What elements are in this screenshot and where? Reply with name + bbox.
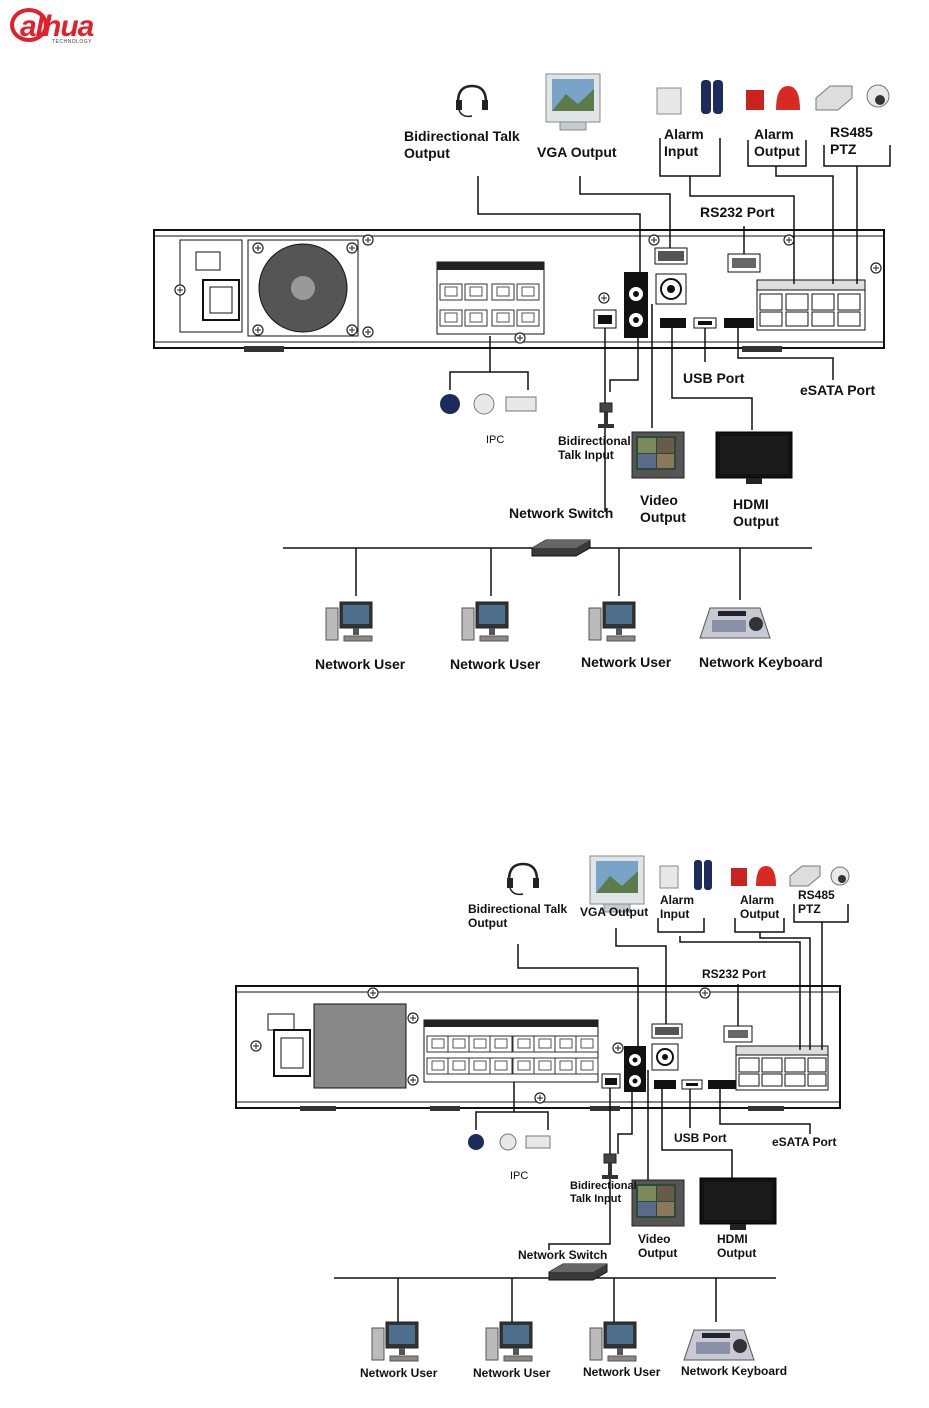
label-ipc: IPC: [510, 1170, 529, 1182]
nvr-rear-panel-top: [153, 229, 885, 352]
label-bidirectional-talk-output: Bidirectional Talk Output: [404, 128, 520, 161]
network-switch-icon: [531, 539, 591, 557]
network-user-pc-icon: [371, 1321, 419, 1362]
network-user-pc-icon: [325, 601, 373, 642]
ipc-cameras-icon: [468, 1133, 551, 1151]
label-rs232-port: RS232 Port: [702, 967, 767, 981]
label-alarm-input: Alarm Input: [660, 893, 695, 921]
vga-monitor-icon: [545, 73, 601, 131]
label-network-user: Network User: [583, 1365, 661, 1379]
label-alarm-input: Alarm Input: [664, 126, 704, 159]
label-esata-port: eSATA Port: [772, 1135, 837, 1149]
label-hdmi-output: HDMI Output: [733, 496, 779, 529]
hdmi-tv-icon: [699, 1177, 777, 1231]
label-network-user: Network User: [450, 656, 541, 672]
label-rs485-ptz: RS485 PTZ: [798, 888, 835, 916]
dahua-logo: alhua TECHNOLOGY: [10, 8, 130, 45]
ptz-camera-icon: [789, 865, 850, 887]
network-keyboard-icon: [699, 607, 771, 639]
label-rs232-port: RS232 Port: [700, 204, 775, 220]
top-connection-lines: [283, 166, 858, 600]
network-user-pc-icon: [589, 1321, 637, 1362]
label-network-keyboard: Network Keyboard: [681, 1364, 788, 1378]
label-esata-port: eSATA Port: [800, 382, 876, 398]
nvr-rear-panel-bottom: [235, 985, 841, 1111]
bottom-connection-lines: [334, 922, 823, 1322]
network-user-pc-icon: [485, 1321, 533, 1362]
label-network-user: Network User: [581, 654, 672, 670]
label-network-user: Network User: [315, 656, 406, 672]
headset-icon: [454, 84, 490, 118]
label-hdmi-output: HDMI Output: [717, 1232, 757, 1260]
alarm-output-siren-icon: [746, 86, 800, 110]
logo-ring: [10, 8, 48, 42]
label-usb-port: USB Port: [674, 1131, 727, 1145]
bottom-diagram: [235, 855, 850, 1362]
label-network-user: Network User: [473, 1366, 551, 1380]
label-alarm-output: Alarm Output: [754, 126, 800, 159]
ipc-cameras-icon: [440, 393, 537, 415]
top-diagram: [153, 73, 891, 642]
label-network-switch: Network Switch: [518, 1248, 608, 1262]
label-usb-port: USB Port: [683, 370, 745, 386]
label-video-output: Video Output: [638, 1232, 678, 1260]
label-video-output: Video Output: [640, 492, 686, 525]
video-monitor-icon: [631, 1179, 685, 1227]
label-bidirectional-talk-output: Bidirectional Talk Output: [468, 902, 568, 930]
vga-monitor-icon: [589, 855, 645, 913]
label-vga-output: VGA Output: [580, 905, 649, 919]
headset-icon: [505, 862, 541, 896]
alarm-output-bracket: [747, 140, 807, 167]
label-alarm-output: Alarm Output: [740, 893, 780, 921]
label-vga-output: VGA Output: [537, 144, 617, 160]
network-user-pc-icon: [461, 601, 509, 642]
logo-subtitle: TECHNOLOGY: [52, 39, 93, 45]
alarm-output-siren-icon: [731, 866, 776, 886]
label-rs485-ptz: RS485 PTZ: [830, 124, 873, 157]
network-user-pc-icon: [588, 601, 636, 642]
ptz-camera-icon: [815, 84, 890, 111]
video-monitor-icon: [631, 431, 685, 479]
alarm-input-sensors-icon: [656, 80, 723, 115]
alarm-input-sensors-icon: [659, 860, 712, 890]
microphone-icon: [597, 402, 615, 429]
label-network-user: Network User: [360, 1366, 438, 1380]
label-network-switch: Network Switch: [509, 505, 614, 521]
label-ipc: IPC: [486, 434, 505, 446]
label-bidirectional-talk-input: Bidirectional Talk Input: [570, 1180, 637, 1205]
network-keyboard-icon: [683, 1329, 755, 1361]
label-network-keyboard: Network Keyboard: [699, 654, 823, 670]
label-bidirectional-talk-input: Bidirectional Talk Input: [558, 434, 631, 462]
logo-wordmark: alhua: [20, 10, 94, 43]
microphone-icon: [601, 1153, 619, 1180]
hdmi-tv-icon: [715, 431, 793, 485]
